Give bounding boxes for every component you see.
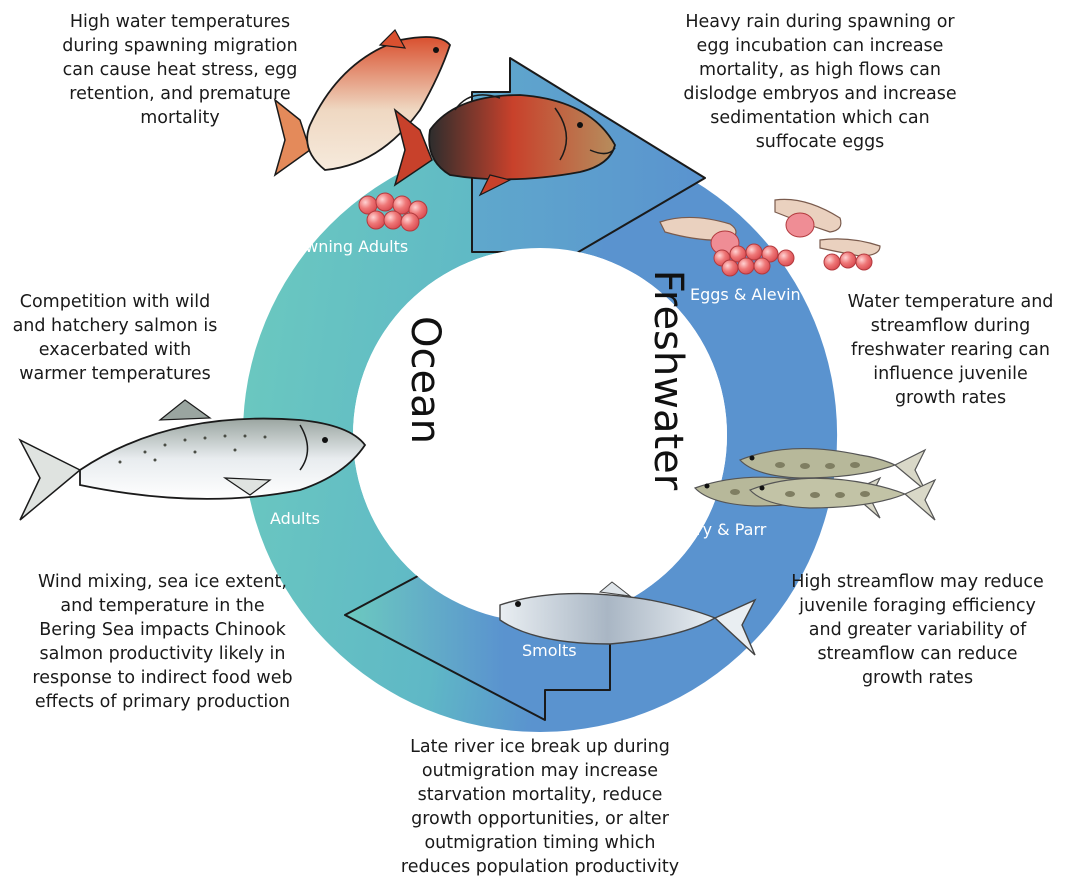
stage-label-spawning-adults: Spawning Adults (275, 237, 408, 256)
stage-label-eggs-alevin: Eggs & Alevin (690, 285, 801, 304)
note-competition: Competition with wild and hatchery salmo… (0, 290, 230, 386)
stage-label-fry-parr: Fry & Parr (688, 520, 767, 539)
note-freshwater-rearing: Water temperature and streamflow during … (838, 290, 1063, 410)
note-bering-sea: Wind mixing, sea ice extent, and tempera… (10, 570, 315, 714)
note-heavy-rain: Heavy rain during spawning or egg incuba… (655, 10, 985, 154)
ocean-label: Ocean (402, 316, 448, 444)
stage-label-adults: Adults (270, 509, 320, 528)
note-river-ice: Late river ice break up during outmigrat… (390, 735, 690, 879)
note-streamflow-foraging: High streamflow may reduce juvenile fora… (775, 570, 1060, 690)
stage-label-smolts: Smolts (522, 641, 577, 660)
freshwater-label: Freshwater (645, 270, 691, 491)
note-spawning-migration: High water temperatures during spawning … (40, 10, 320, 130)
